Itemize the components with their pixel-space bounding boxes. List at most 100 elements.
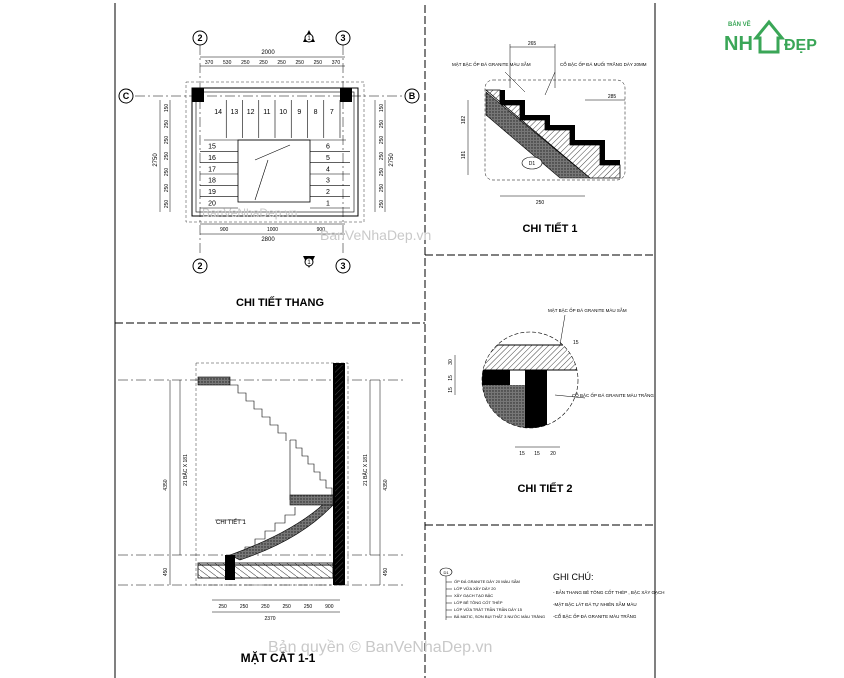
detail1-dim-left-1: 182 [461, 116, 467, 125]
section-right-steps: 21 BẬC X 181 [362, 454, 369, 486]
plan-right-dim: 250 [379, 152, 385, 161]
plan-left-dim: 250 [164, 136, 170, 145]
detail2-dim-left-1: 30 [448, 359, 454, 365]
svg-text:B: B [409, 91, 416, 101]
plan-step-number-left: 16 [208, 155, 216, 162]
plan-step-number: 13 [230, 109, 238, 116]
plan-step-number-left: 18 [208, 178, 216, 185]
legend-item: BẢ MATIC, SƠN BỤI THẤT 3 NƯỚC MÀU TRẮNG [454, 614, 545, 619]
detail2-dim-right: 15 [573, 340, 579, 346]
plan-step-number: 9 [297, 109, 301, 116]
detail-2: MẶT BẬC ỐP ĐÁ GRANITE MÀU SẪM CỔ BẬC ỐP … [448, 307, 654, 495]
plan-right-dim: 150 [379, 104, 385, 113]
plan-left-dim: 250 [164, 184, 170, 193]
detail2-dim-bottom-3: 20 [550, 451, 556, 457]
legend-item: ỐP ĐÁ GRANITE DÀY 20 MÀU SẪM [454, 579, 520, 584]
notes: GHI CHÚ: - BẢN THANG BÊ TÔNG CỐT THÉP , … [553, 572, 665, 619]
watermark-3: Bản quyền © BanVeNhaDep.vn [268, 639, 492, 656]
plan-top-total: 2000 [261, 50, 275, 56]
plan-step-number: 7 [330, 109, 334, 116]
note-item-3: -CỔ BẬC ỐP ĐÁ GRANITE MÀU TRẮNG [553, 612, 637, 619]
plan-step-number-right: 6 [326, 144, 330, 151]
plan-right-dim: 250 [379, 184, 385, 193]
detail1-dim-left-2: 181 [461, 151, 467, 160]
legend-item: LỚP BÊ TÔNG CỐT THÉP [454, 600, 503, 605]
detail2-label-right: CỔ BẬC ỐP ĐÁ GRANITE MÀU TRẮNG [572, 391, 654, 398]
svg-text:3: 3 [340, 261, 345, 271]
section-bottom-dim: 250 [282, 604, 291, 610]
section-bottom-dim: 250 [261, 604, 270, 610]
plan-step-number-right: 5 [326, 155, 330, 162]
detail-2-title: CHI TIẾT 2 [517, 482, 572, 495]
section-1-1: 4350 21 BẬC X 181 21 BẬC X 181 4350 450 … [118, 362, 405, 665]
plan-bottom-total: 2800 [261, 237, 275, 243]
section-bottom-total: 2370 [264, 616, 275, 622]
plan-step-number: 8 [314, 109, 318, 116]
detail1-dim-bottom: 250 [536, 200, 545, 206]
plan-step-number-right: 3 [326, 178, 330, 185]
plan-left-dim: 250 [164, 120, 170, 129]
legend-item: LỚP VỮA TRÁT TRẦN TRẦN DÀY 15 [454, 607, 523, 612]
plan-left-dim: 250 [164, 152, 170, 161]
plan-step-number: 10 [279, 109, 287, 116]
section-title: MẶT CẮT 1-1 [241, 650, 316, 665]
plan-step-number-right: 4 [326, 166, 330, 173]
plan-top-dim: 250 [296, 60, 305, 66]
plan-step-number-left: 17 [208, 166, 216, 173]
plan-step-number-right: 2 [326, 189, 330, 196]
detail1-tag: D1 [521, 156, 543, 170]
detail1-label-left: MẶT BẬC ỐP ĐÁ GRANITE MÀU SẪM [452, 61, 531, 67]
detail2-dim-left-3: 15 [448, 387, 454, 393]
svg-text:1: 1 [307, 260, 311, 266]
plan-step-number-left: 19 [208, 189, 216, 196]
axis-bubble-3-top: 3 [335, 30, 351, 46]
plan-top-dim: 250 [277, 60, 286, 66]
detail1-label-right: CỔ BẬC ỐP ĐÁ MUỐI TRẮNG DÀY 20MM [560, 60, 647, 67]
plan-right-dim: 250 [379, 168, 385, 177]
plan-step-number: 11 [263, 109, 270, 116]
section-bottom-dim: 250 [218, 604, 227, 610]
plan-top-dim: 370 [332, 60, 341, 66]
logo-top-text: BẢN VẼ [728, 21, 751, 28]
section-bottom-dim: 250 [240, 604, 249, 610]
section-callout: CHI TIẾT 1 [216, 519, 246, 526]
plan-step-number: 12 [247, 109, 255, 116]
section-base-right: 450 [383, 568, 389, 577]
svg-text:1: 1 [307, 36, 311, 42]
note-item-1: - BẢN THANG BÊ TÔNG CỐT THÉP , BẬC XÂY G… [553, 588, 665, 595]
detail-1-title: CHI TIẾT 1 [522, 222, 577, 235]
plan-left-total: 2750 [153, 153, 159, 167]
brand-logo: BẢN VẼ NH ĐẸP [722, 14, 832, 62]
section-mark-top: 1 [303, 30, 315, 43]
axis-bubble-3-bottom: 3 [335, 258, 351, 274]
watermark-2: BanVeNhaDep.vn [320, 227, 431, 243]
plan-step-number-left: 15 [208, 144, 216, 151]
axis-bubble-c: C [118, 88, 134, 104]
plan-right-dim: 250 [379, 136, 385, 145]
axis-bubble-b: B [404, 88, 420, 104]
plan-top-dim: 370 [205, 60, 214, 66]
detail-1: 265 MẶT BẬC ỐP ĐÁ GRANITE MÀU SẪM CỔ BẬC… [452, 41, 647, 235]
axis-bubble-2-top: 2 [192, 30, 208, 46]
section-mark-bottom: 1 [303, 256, 315, 268]
svg-text:3: 3 [340, 33, 345, 43]
section-bottom-dim: 250 [304, 604, 313, 610]
plan-step-number-right: 1 [326, 200, 330, 207]
detail1-dim-top: 265 [528, 41, 537, 47]
plan-left-dim: 250 [164, 168, 170, 177]
detail2-dim-left-2: 15 [448, 375, 454, 381]
detail2-label-top: MẶT BẬC ỐP ĐÁ GRANITE MÀU SẪM [548, 307, 627, 313]
plan-right-dim: 250 [379, 120, 385, 129]
plan-top-dim: 530 [223, 60, 232, 66]
detail2-dim-bottom-1: 15 [519, 451, 525, 457]
note-item-2: -MẶT BẬC LÁT ĐÁ TỰ NHIÊN SẪM MÀU [553, 600, 637, 607]
section-right-total: 4350 [383, 479, 389, 490]
section-left-total: 4350 [163, 479, 169, 490]
legend-item: LỚP VỮA XÂY DÀY 20 [454, 586, 497, 591]
plan-bottom-dim: 900 [220, 227, 229, 233]
plan-bottom-dim: 1000 [267, 227, 278, 233]
plan-top-dim: 250 [259, 60, 268, 66]
logo-right-text: ĐẸP [784, 37, 817, 54]
